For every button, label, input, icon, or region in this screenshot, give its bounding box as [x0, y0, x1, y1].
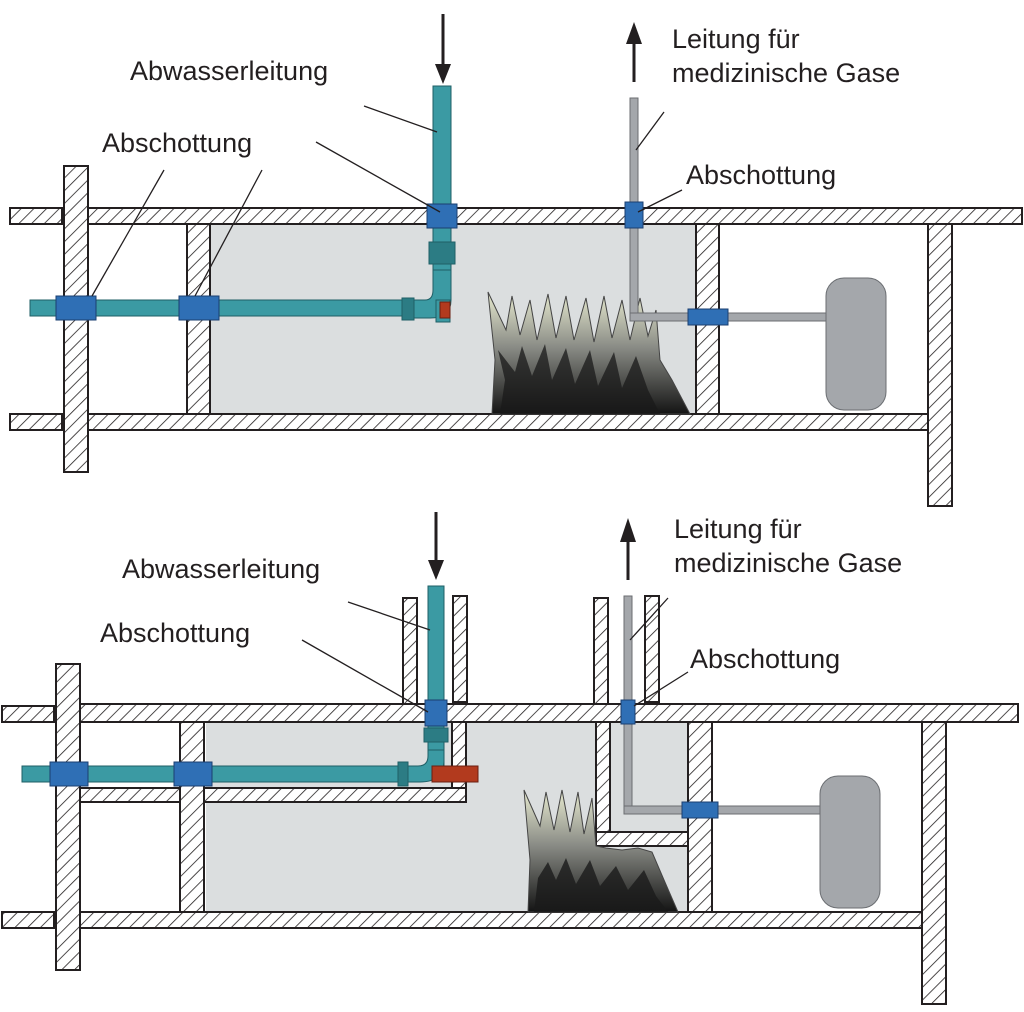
bottom-ceiling-slab-left-stub: [1, 705, 55, 723]
bottom-seal-outer-wall: [49, 761, 89, 787]
bottom-suspended-ceiling-left: [79, 787, 181, 803]
top-label-seal-left: Abschottung: [102, 128, 252, 158]
bottom-seal-inner-wall: [173, 761, 213, 787]
bottom-shaft-left-b: [452, 595, 468, 703]
top-label-gas-line-1: Leitung für: [672, 24, 800, 54]
gas-cylinder-icon: [819, 775, 881, 909]
flames-icon: [523, 789, 679, 913]
bottom-seal-ceiling-waste: [424, 699, 448, 727]
bottom-shaft-right-a: [593, 597, 609, 705]
bottom-gas-duct-wall: [595, 721, 611, 847]
bottom-label-seal-right: Abschottung: [690, 644, 840, 674]
top-diagram: Abwasserleitung Abschottung Leitung für …: [9, 14, 1023, 507]
flow-down-arrow-icon: [428, 512, 444, 580]
bottom-ceiling-slab: [79, 703, 1019, 723]
top-gas-pipe: [624, 97, 827, 326]
bottom-suspended-ceiling: [203, 787, 467, 803]
bottom-shaft-left-a: [402, 597, 418, 705]
top-seal-room-wall: [178, 295, 220, 321]
top-far-wall: [927, 223, 953, 507]
top-label-seal-right: Abschottung: [686, 160, 836, 190]
bottom-shaft-right-b: [644, 595, 660, 703]
top-label-waste-pipe: Abwasserleitung: [130, 56, 328, 86]
top-red-sleeve: [439, 301, 451, 319]
bottom-pipe-coupling: [397, 761, 409, 787]
top-pipe-coupling-2: [401, 297, 415, 321]
bottom-gas-duct-floor: [595, 831, 689, 847]
top-floor-slab-left-stub: [9, 413, 63, 431]
flow-up-arrow-icon: [620, 518, 636, 580]
flames-icon: [487, 291, 691, 415]
bottom-gas-seal-wall: [681, 801, 719, 819]
bottom-gas-seal-ceiling: [620, 699, 636, 725]
flow-down-arrow-icon: [435, 14, 451, 84]
top-floor-slab: [87, 413, 929, 431]
bottom-red-sleeve: [431, 765, 479, 783]
top-seal-ceiling-waste: [426, 203, 458, 229]
bottom-label-gas-line-2: medizinische Gase: [674, 548, 902, 578]
top-ceiling-slab: [87, 207, 1023, 225]
bottom-floor-slab: [79, 911, 923, 929]
top-gas-seal-wall: [687, 308, 729, 326]
top-gas-seal-ceiling: [624, 201, 644, 229]
bottom-label-seal-left: Abschottung: [100, 618, 250, 648]
bottom-label-waste-pipe: Abwasserleitung: [122, 554, 320, 584]
top-pipe-coupling: [428, 241, 456, 265]
bottom-diagram: Abwasserleitung Abschottung Leitung für …: [1, 512, 1019, 1005]
top-label-gas-line-2: medizinische Gase: [672, 58, 900, 88]
flow-up-arrow-icon: [626, 22, 642, 82]
bottom-pipe-coupling-2: [423, 727, 449, 743]
bottom-floor-slab-left-stub: [1, 911, 55, 929]
gas-cylinder-icon: [825, 277, 887, 411]
bottom-far-wall: [921, 721, 947, 1005]
bottom-label-gas-line-1: Leitung für: [674, 514, 802, 544]
top-waste-pipe: [29, 85, 456, 323]
top-seal-outer-wall: [55, 295, 97, 321]
top-ceiling-slab-left-stub: [9, 207, 63, 225]
bottom-outer-wall: [55, 663, 81, 971]
bottom-inner-wall-left: [179, 721, 205, 913]
